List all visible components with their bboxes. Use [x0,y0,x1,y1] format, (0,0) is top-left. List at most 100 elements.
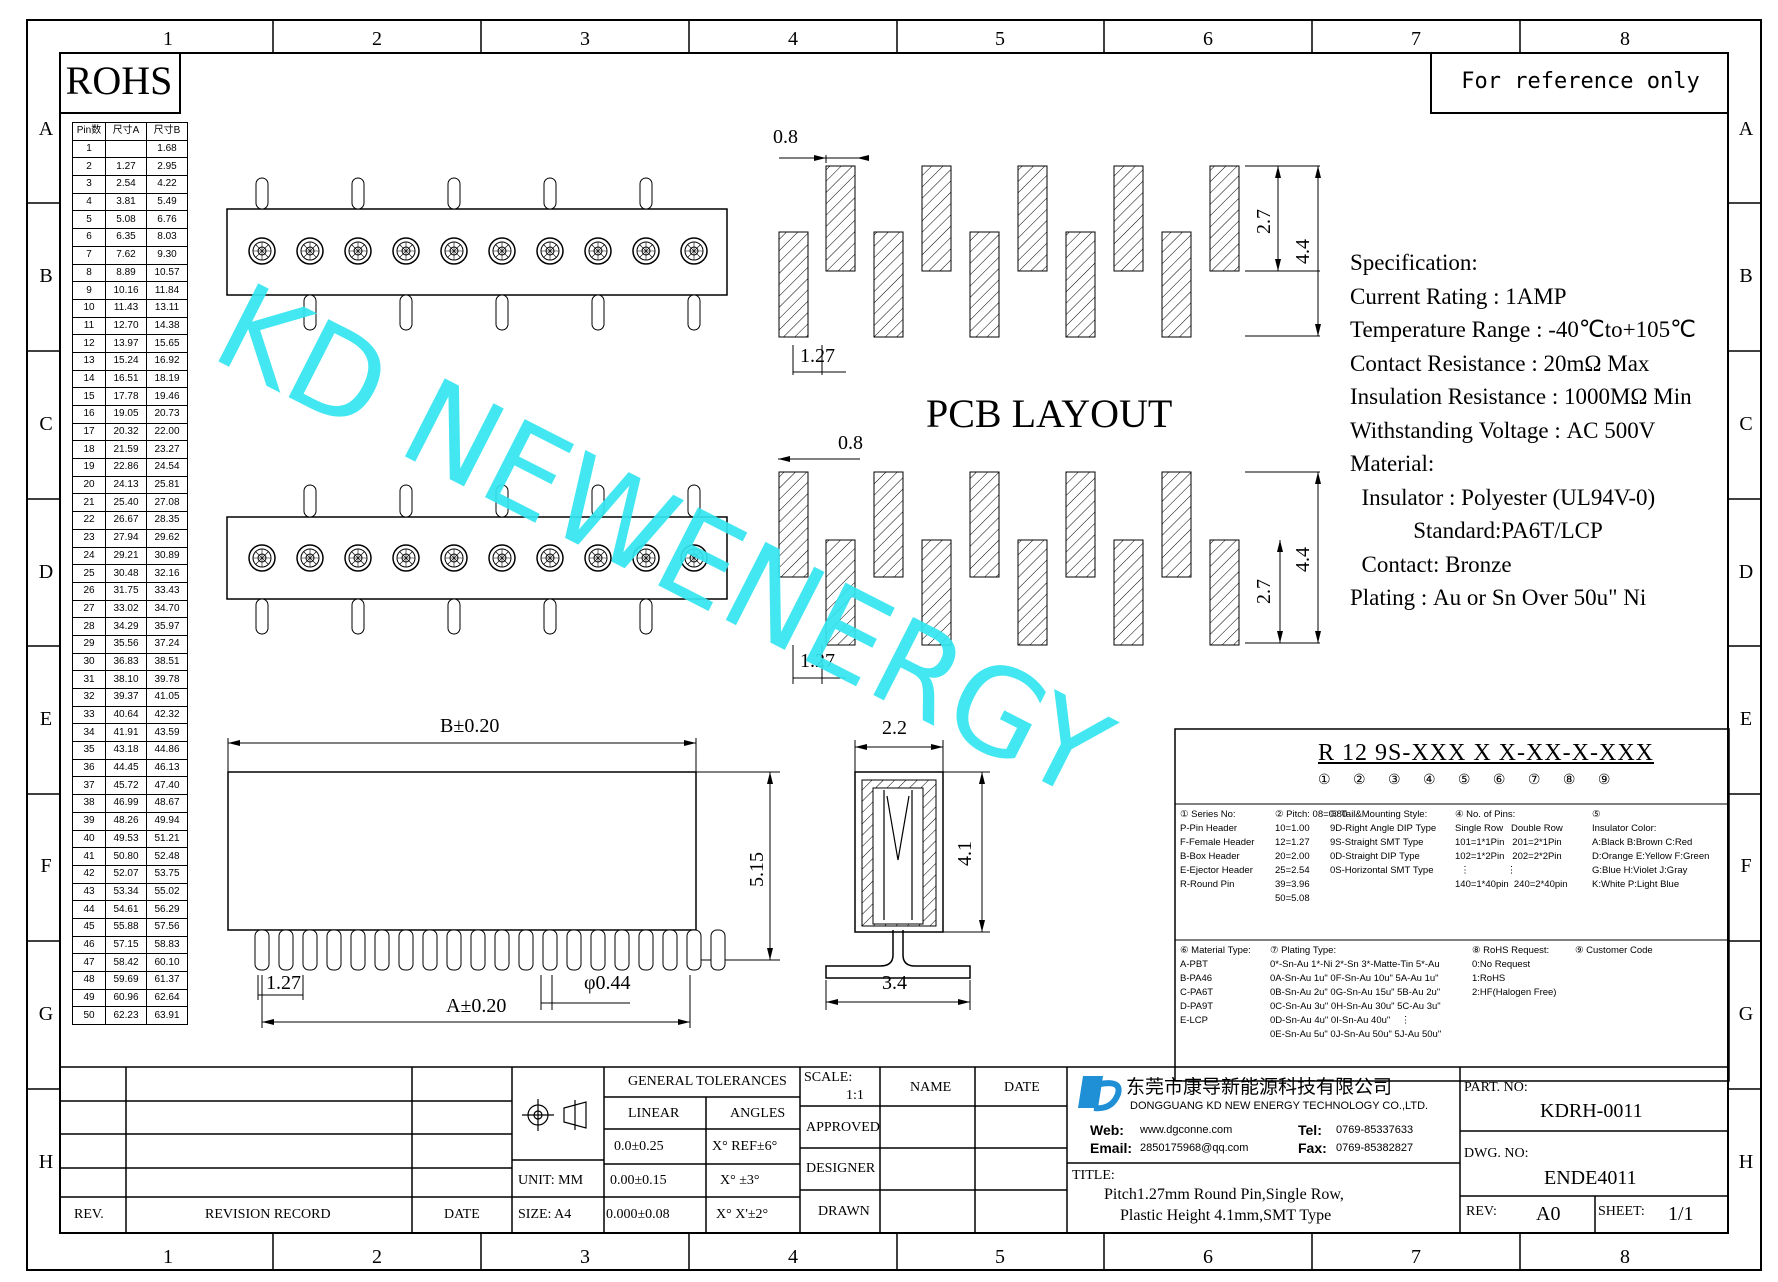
pin-table-cell: 60.10 [146,953,188,972]
zone-row-D: D [1738,561,1754,583]
pin-front [494,929,510,971]
pcb-pad [1209,539,1240,646]
pin-stub [495,294,509,331]
pin-front [614,929,630,971]
pin-front [590,929,606,971]
tb-size: SIZE: A4 [518,1207,572,1222]
tb-dwg-no: ENDE4011 [1544,1167,1637,1189]
rohs-label: ROHS [65,58,173,103]
pin-stub [543,177,557,210]
pcb-pad [1065,231,1096,338]
dim-pad-height-2: 2.7 [1253,579,1275,604]
dim-side-height: 4.1 [954,841,976,866]
code-line: 10=1.00 [1275,823,1310,834]
code-line: 0S-Horizontal SMT Type [1330,865,1434,876]
code-line: 102=1*2Pin 202=2*2Pin [1455,851,1562,862]
tb-unit: UNIT: MM [518,1173,584,1188]
code-line: 25=2.54 [1275,865,1310,876]
pin-stub [495,484,509,518]
pin-head-top-1 [680,237,708,265]
pin-stub [303,484,317,518]
code-line: 9D-Right Angle DIP Type [1330,823,1437,834]
zone-col-1: 1 [163,1246,173,1268]
pcb-dimensions [778,155,1321,684]
pin-head-top-2 [584,544,612,572]
pin-head-top-1 [584,237,612,265]
tb-lin1: 0.0±0.25 [614,1139,664,1154]
zone-col-7: 7 [1411,28,1421,50]
code-line: ⑥ Material Type: [1180,945,1251,956]
tb-part-no-label: PART. NO: [1464,1080,1528,1095]
zone-col-8: 8 [1620,1246,1630,1268]
zone-col-6: 6 [1203,28,1213,50]
dim-pitch-1: 1.27 [800,345,835,367]
code-line: 1:RoHS [1472,973,1506,984]
tb-rev-label: REV: [1466,1204,1497,1219]
code-line: E-LCP [1180,1015,1208,1026]
code-line: A:Black B:Brown C:Red [1592,837,1693,848]
code-line: Insulator Color: [1592,823,1657,834]
pin-stub [447,177,461,210]
tb-company-cn: 东莞市康导新能源科技有限公司 [1126,1076,1393,1098]
pcb-pad [778,231,809,338]
pin-front [254,929,270,971]
rohs-box: ROHS [59,52,181,114]
code-line: G:Blue H:Violet J:Gray [1592,865,1688,876]
tb-lin2: 0.00±0.15 [610,1173,667,1188]
zone-col-5: 5 [995,1246,1005,1268]
pin-head-top-2 [344,544,372,572]
code-line: ⑦ Plating Type: [1270,945,1337,956]
pin-stub [351,598,365,635]
code-line: 0:No Request [1472,959,1531,970]
pin-table-cell: 63.91 [146,1006,188,1026]
pin-head-top-1 [440,237,468,265]
pcb-pad [873,231,904,338]
zone-row-H: H [38,1151,54,1173]
pin-stub [447,598,461,635]
pin-stub [399,484,413,518]
pin-head-top-1 [344,237,372,265]
pin-head-top-1 [536,237,564,265]
pin-head-top-2 [296,544,324,572]
zone-row-E: E [1739,708,1753,730]
code-line: K:White P:Light Blue [1592,879,1680,890]
code-line: 0A-Sn-Au 1u" 0F-Sn-Au 10u" 5A-Au 1u" [1270,973,1439,984]
tb-general-tolerances: GENERAL TOLERANCES [628,1074,787,1089]
pin-head-top-2 [440,544,468,572]
pin-stub [303,294,317,331]
code-line: E-Ejector Header [1180,865,1253,876]
pin-stub [687,484,701,518]
pin-head-top-2 [536,544,564,572]
dim-pin-diameter: φ0.44 [584,972,631,994]
pcb-pad [1065,471,1096,578]
tb-date: DATE [444,1207,480,1222]
pin-front [638,929,654,971]
pin-head-top-2 [680,544,708,572]
tb-fax-label: Fax: [1298,1140,1327,1156]
dim-height: 5.15 [746,852,768,887]
zone-row-B: B [1739,265,1753,287]
code-line: 9S-Straight SMT Type [1330,837,1424,848]
pin-stub [255,598,269,635]
spec-line: Temperature Range : -40℃to+105℃ [1350,317,1696,342]
code-line: F-Female Header [1180,837,1255,848]
zone-col-6: 6 [1203,1246,1213,1268]
code-line: Single Row Double Row [1455,823,1563,834]
code-line: ② Pitch: 08=0.80 [1275,809,1348,820]
zone-row-A: A [1738,118,1754,140]
code-line: 2:HF(Halogen Free) [1472,987,1557,998]
